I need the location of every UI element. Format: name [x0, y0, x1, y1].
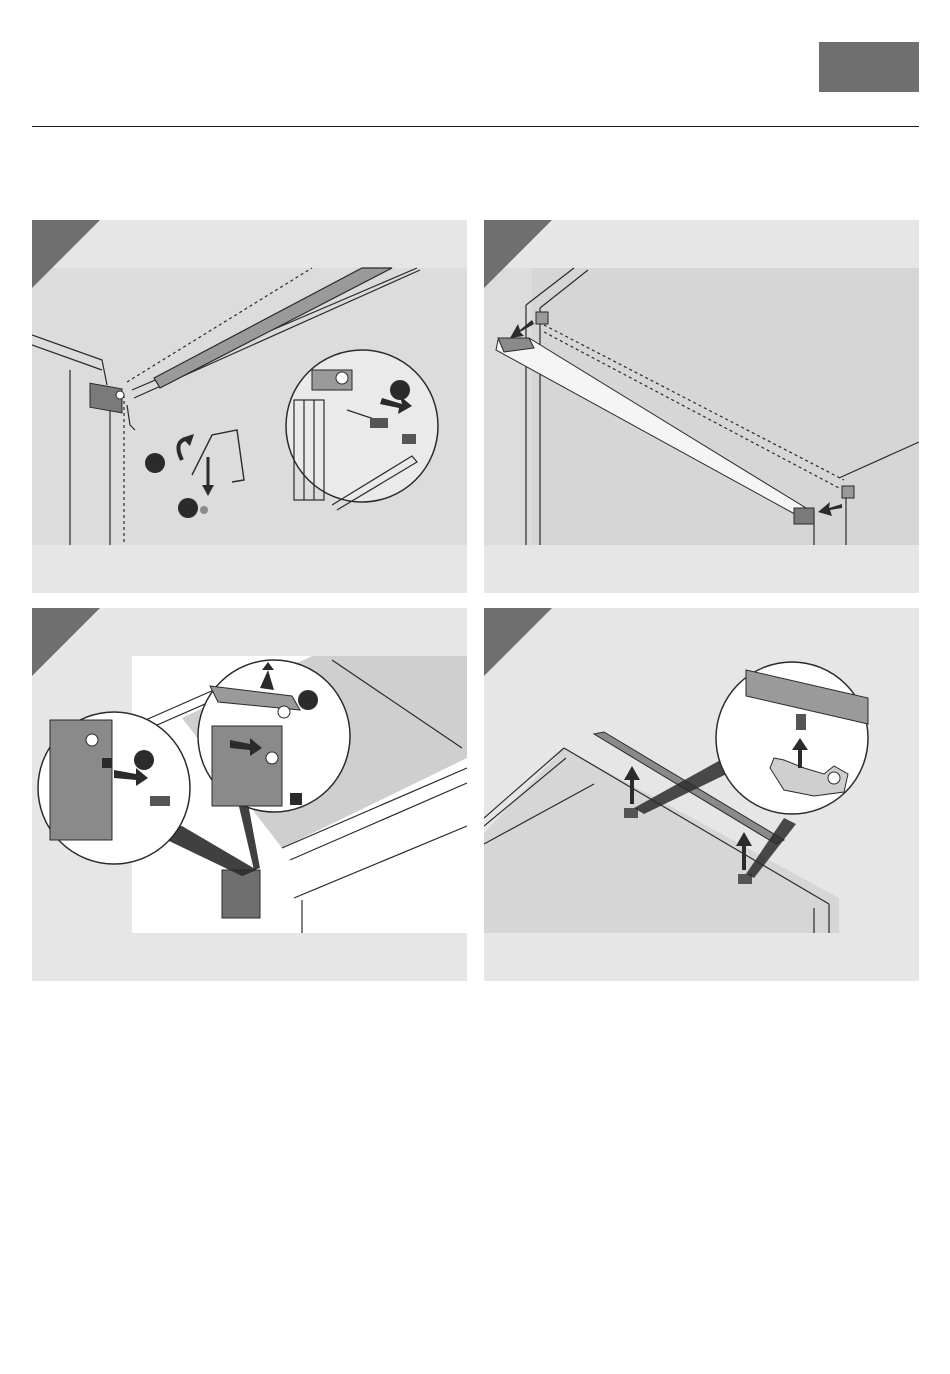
step-panel-3	[32, 608, 467, 981]
left-arrow-icon	[510, 320, 534, 338]
step-2-illustration	[484, 220, 919, 593]
step-3-illustration	[32, 608, 467, 981]
step-panel-4	[484, 608, 919, 981]
step-panel-2	[484, 220, 919, 593]
header-rule	[32, 126, 919, 127]
step-1-illustration	[32, 220, 467, 593]
step-4-illustration	[484, 608, 919, 981]
step-panel-1	[32, 220, 467, 593]
section-tab	[819, 42, 919, 92]
step-marker-icon	[145, 453, 165, 473]
